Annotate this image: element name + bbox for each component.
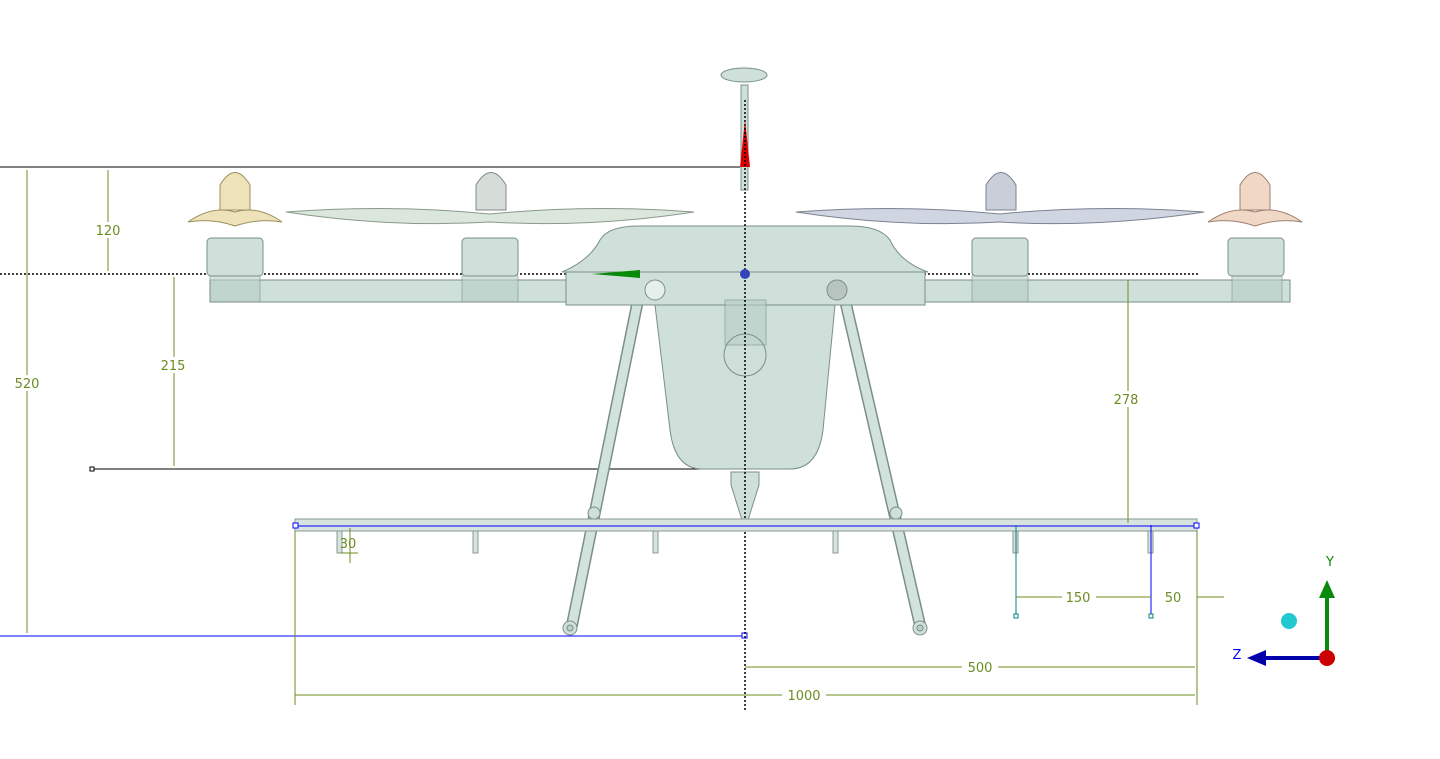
dimension-1000: 1000 — [294, 531, 1195, 705]
arm-flange-right — [1231, 275, 1283, 303]
hub-hole — [826, 279, 848, 301]
axis-triad[interactable]: Y Z — [1233, 555, 1335, 666]
arm-clamp — [971, 275, 1029, 303]
dimension-30-label: 30 — [340, 537, 357, 552]
y-axis-label: Y — [1325, 555, 1334, 570]
dimension-150-label: 150 — [1066, 591, 1091, 606]
green-indicator — [592, 270, 640, 278]
arm-clamp — [461, 275, 519, 303]
pump-housing — [724, 299, 767, 346]
dimension-120: 120 — [92, 170, 124, 271]
dimension-520-label: 520 — [15, 377, 40, 392]
y-arrowhead — [1319, 580, 1335, 598]
tank — [654, 304, 836, 470]
point-marker — [1013, 613, 1019, 619]
point-marker — [292, 522, 299, 529]
dimension-278-label: 278 — [1114, 393, 1139, 408]
dimension-120-label: 120 — [96, 224, 121, 239]
point-marker — [1193, 522, 1200, 529]
gps-antenna — [720, 67, 768, 83]
dimension-215: 215 — [158, 277, 190, 466]
point-marker — [89, 466, 95, 472]
dimension-500-label: 500 — [968, 661, 993, 676]
z-axis-label: Z — [1233, 648, 1242, 663]
x-axis-sphere — [1319, 650, 1335, 666]
dimension-50: 50 — [1165, 531, 1224, 705]
hub-hole — [644, 279, 666, 301]
spray-bar — [294, 518, 1198, 532]
dimension-520: 520 — [9, 170, 45, 633]
dimension-215-label: 215 — [161, 359, 186, 374]
arm-flange-left — [209, 275, 261, 303]
origin-point — [740, 269, 750, 279]
rotation-center-sphere — [1281, 613, 1297, 629]
point-marker — [1148, 613, 1154, 619]
dimension-1000-label: 1000 — [787, 689, 820, 704]
dimension-150: 150 — [1013, 525, 1154, 619]
dimension-50-label: 50 — [1165, 591, 1182, 606]
red-axis-arrow — [740, 120, 750, 167]
dimension-500: 500 — [745, 661, 1195, 676]
dimension-30: 30 — [340, 528, 358, 563]
landing-legs — [562, 294, 928, 636]
propellers — [187, 207, 1303, 227]
motors — [206, 172, 1285, 277]
dimension-278: 278 — [1110, 280, 1146, 523]
z-arrowhead — [1247, 650, 1266, 666]
